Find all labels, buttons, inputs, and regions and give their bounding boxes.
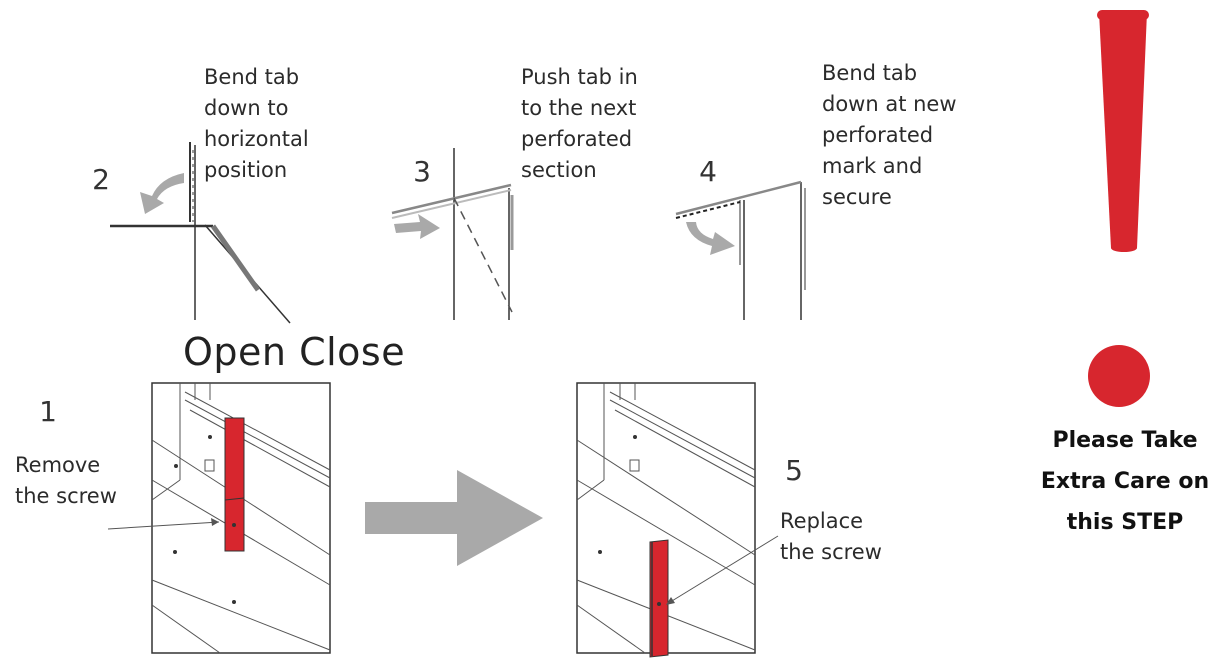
step-4-text: Bend tab down at new perforated mark and… [822, 61, 957, 209]
step-4-number: 4 [699, 155, 717, 188]
step-4-bend-arrow [686, 222, 735, 255]
step-1-text: Remove the screw [15, 453, 117, 508]
step-2-number: 2 [92, 163, 110, 196]
step-2-text: Bend tab down to horizontal position [204, 65, 309, 182]
step-1-number: 1 [39, 395, 57, 428]
step-2-bend-arrow [140, 173, 184, 214]
step-3-number: 3 [413, 155, 431, 188]
warning-text: Please Take Extra Care on this STEP [1040, 428, 1210, 535]
step-5-number: 5 [785, 454, 803, 487]
open-close-label: Open Close [183, 330, 406, 374]
step-3-push-arrow [394, 214, 440, 239]
step-3-text: Push tab in to the next perforated secti… [521, 65, 638, 182]
transition-arrow [365, 470, 543, 566]
step-5-panel [576, 382, 779, 658]
step-1-panel [107, 382, 331, 654]
exclamation-icon [1088, 10, 1150, 407]
step-2-sketch [110, 142, 291, 324]
step-4-sketch [675, 180, 806, 320]
step-3-sketch [391, 148, 514, 320]
step-5-text: Replace the screw [780, 509, 882, 564]
